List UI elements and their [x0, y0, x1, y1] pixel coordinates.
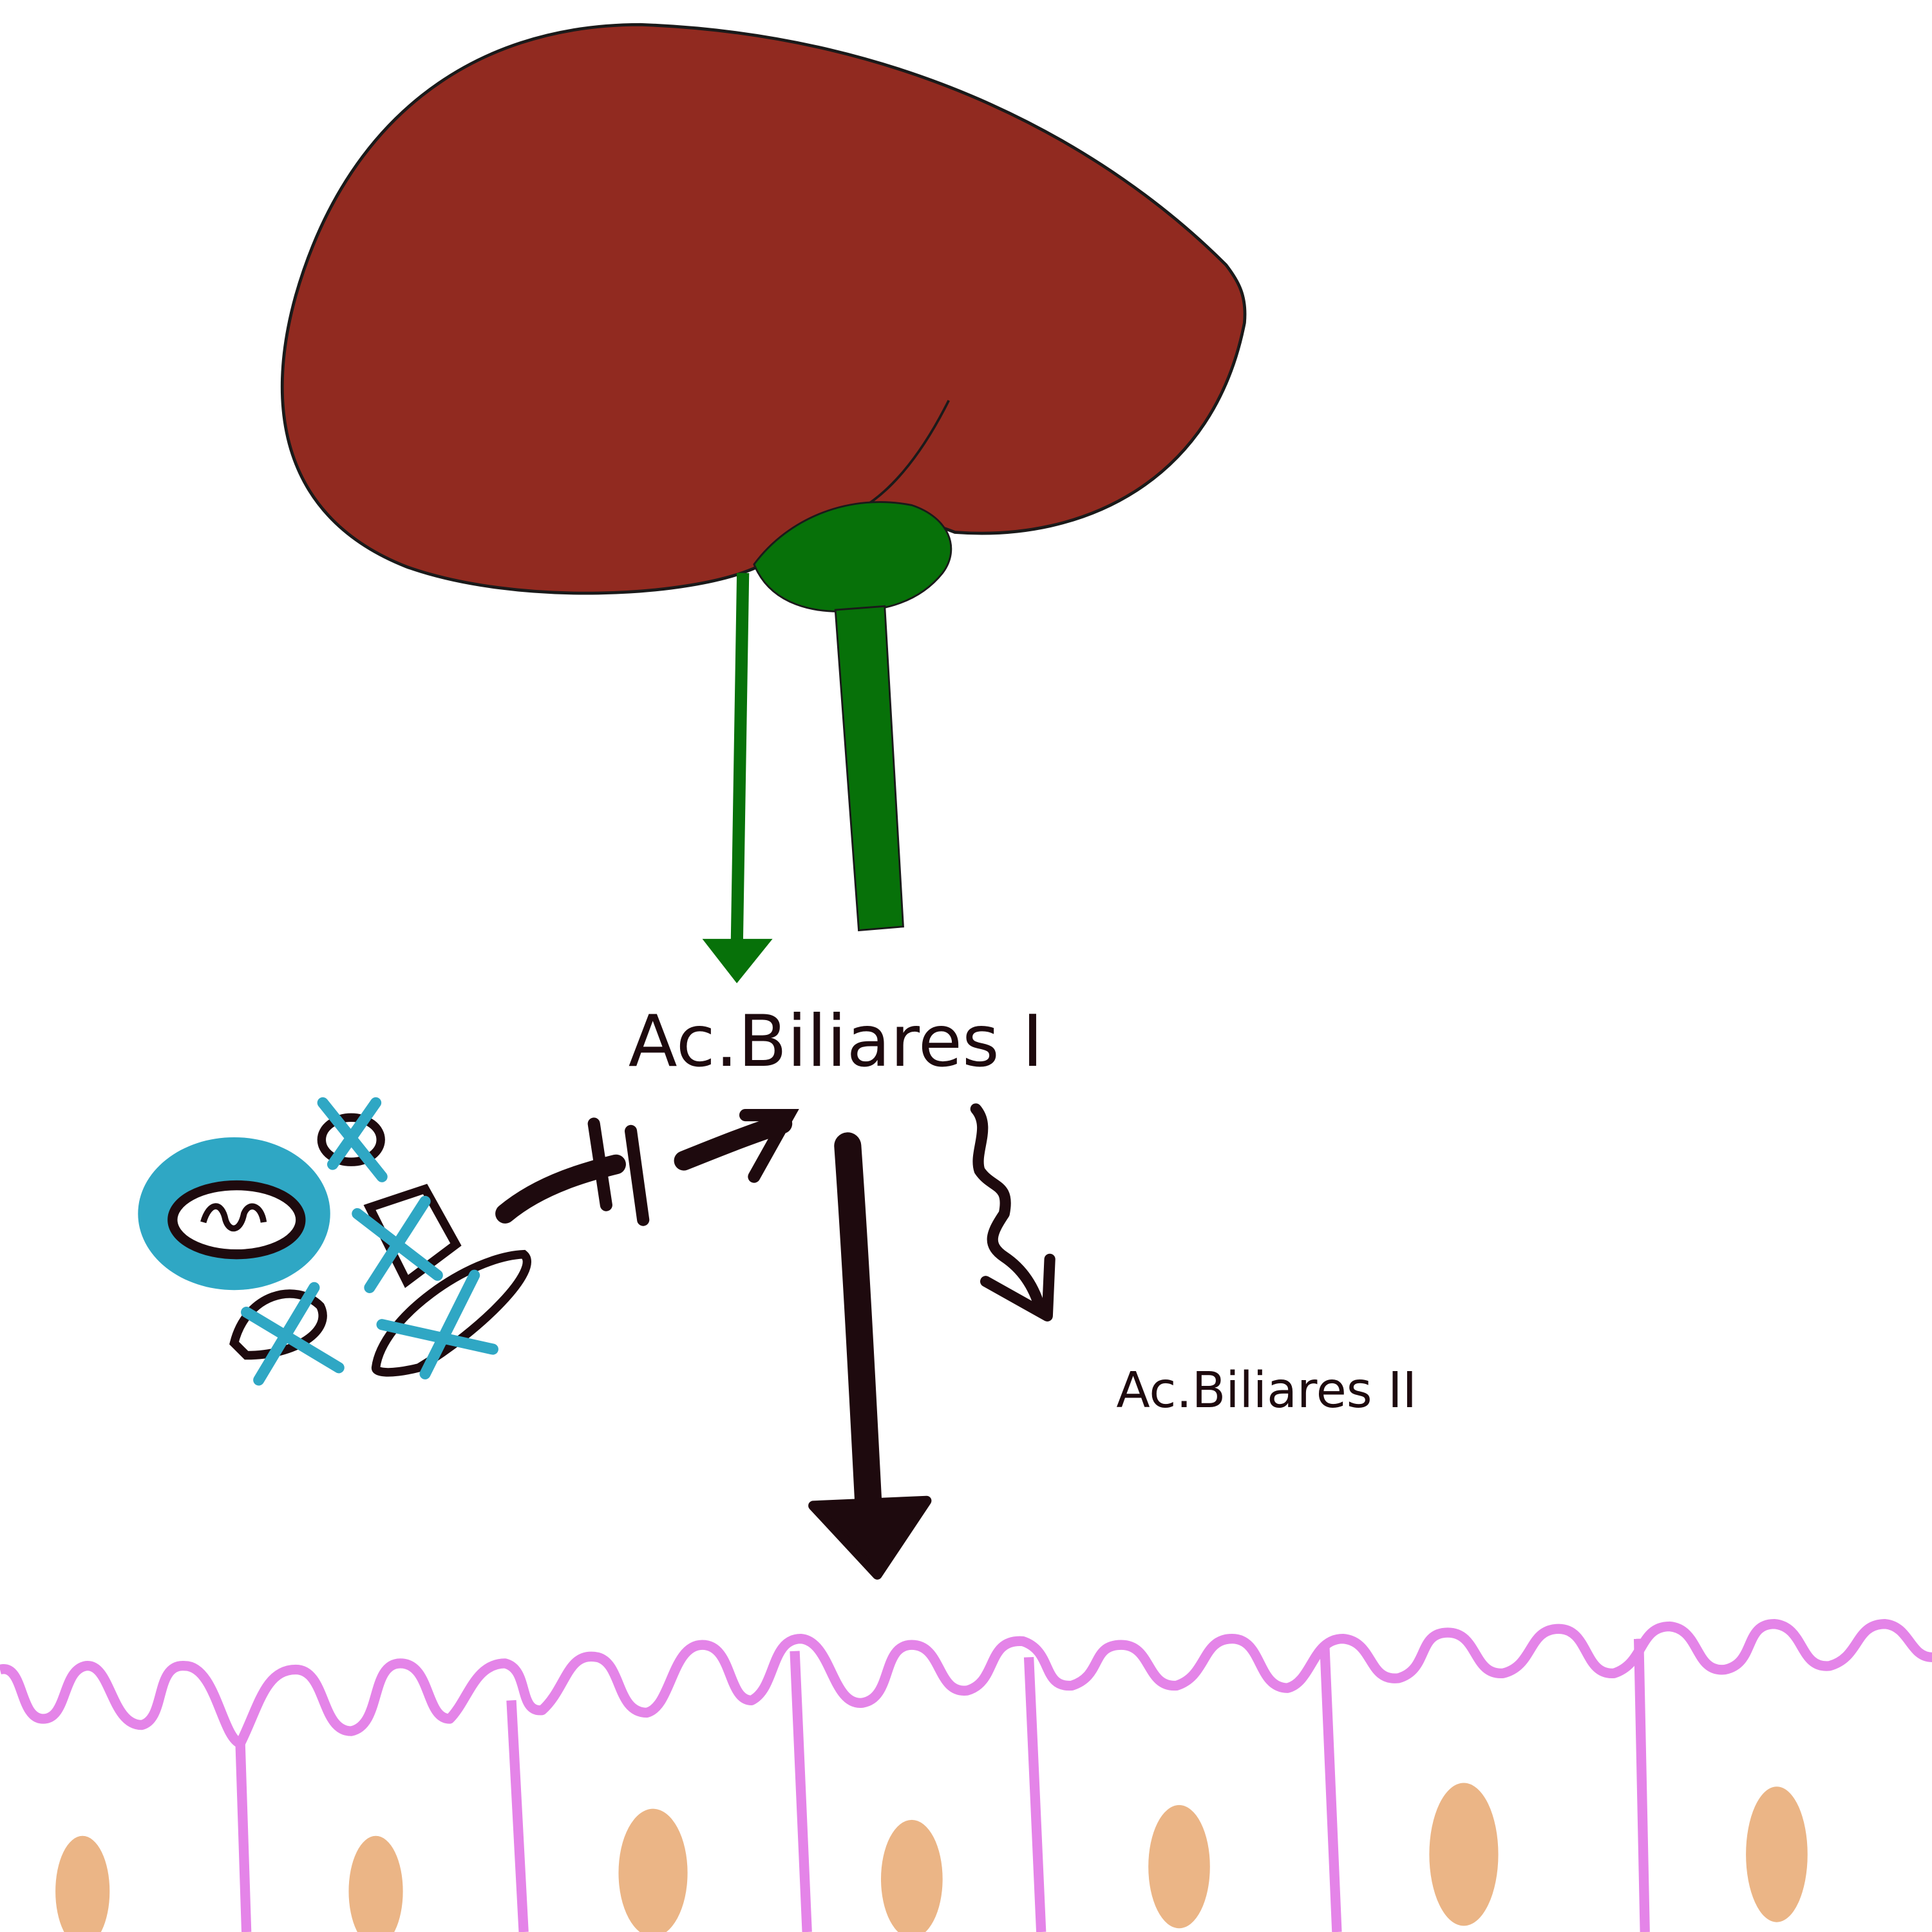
liver-icon [280, 23, 1247, 595]
gallbladder-icon [753, 501, 952, 932]
inhibition-arrow [495, 1108, 799, 1226]
down-arrow [808, 1132, 932, 1580]
intestinal-epithelium-icon [0, 1619, 1932, 1932]
conversion-arrow [970, 1103, 1056, 1321]
bacteria-icon [138, 1097, 531, 1386]
secondary-bile-acids-label: Ac.Biliares II [1116, 1362, 1417, 1419]
bile-flow-arrow [702, 573, 773, 983]
primary-bile-acids-label: Ac.Biliares I [629, 1000, 1043, 1083]
